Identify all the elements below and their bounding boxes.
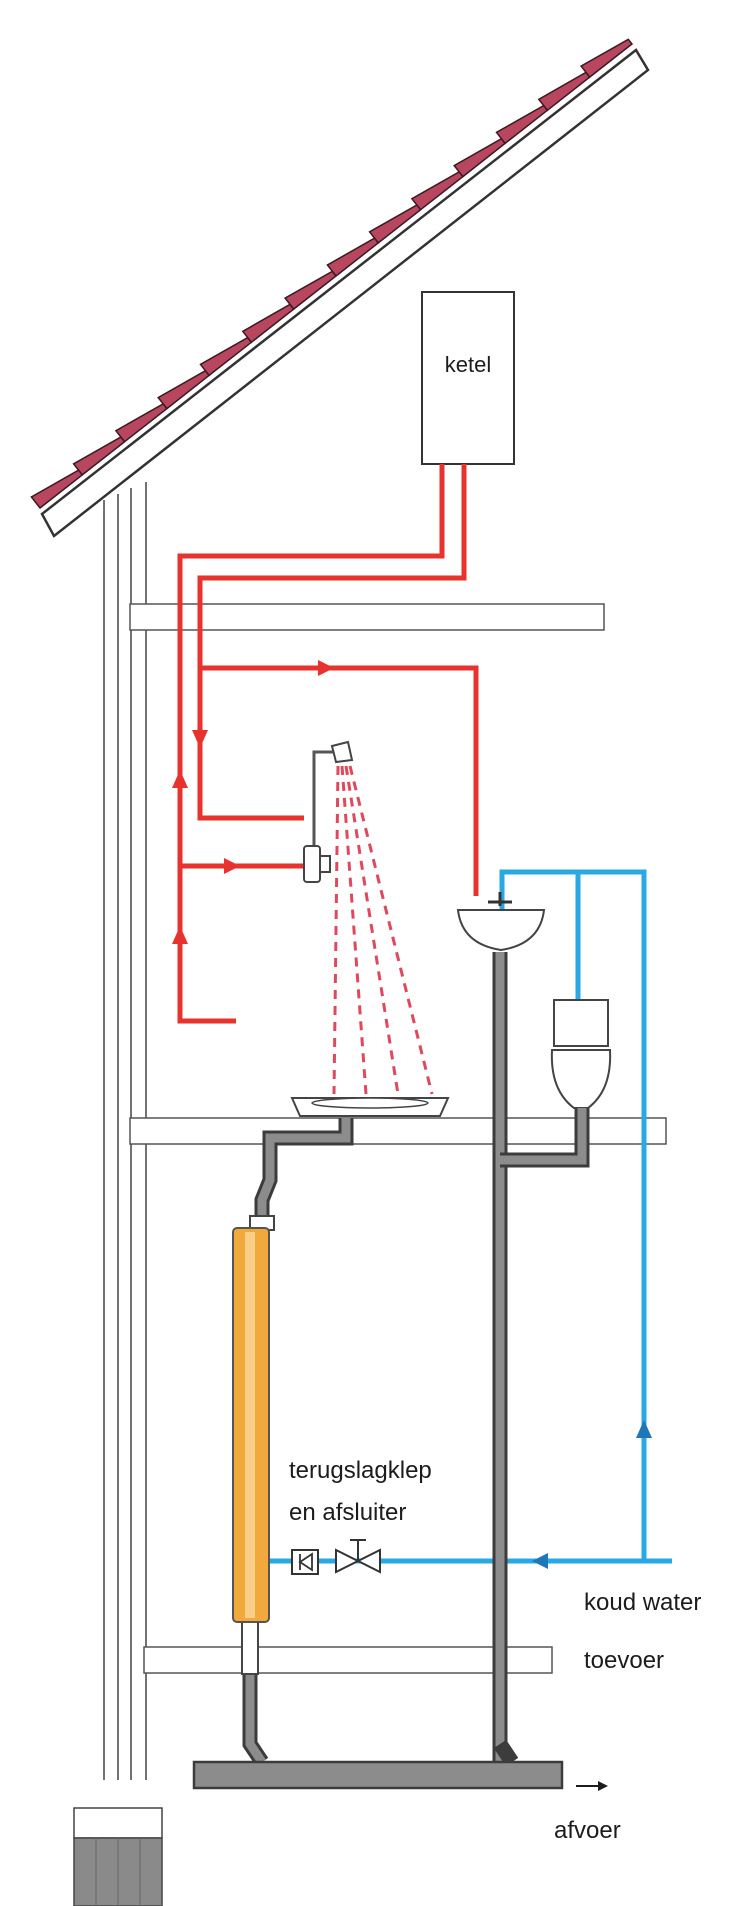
roof-tile bbox=[579, 38, 634, 79]
flow-arrow-right bbox=[318, 660, 334, 676]
toilet bbox=[550, 999, 612, 1109]
cold-water-label-line2: toevoer bbox=[584, 1647, 664, 1674]
roof bbox=[30, 38, 650, 538]
valve-label-line1: terugslagklep bbox=[289, 1457, 432, 1484]
shower-riser bbox=[312, 750, 336, 880]
drain-pipes bbox=[192, 952, 608, 1791]
shower-head bbox=[330, 740, 354, 764]
drain-exchanger-bottom bbox=[241, 1621, 259, 1675]
cold-pipe-main bbox=[499, 869, 672, 1564]
drain-toilet-fill bbox=[500, 1108, 587, 1165]
flow-arrow-right-2 bbox=[224, 858, 240, 874]
shower-tray bbox=[290, 1097, 450, 1117]
shower-mixer-knob bbox=[319, 855, 331, 873]
drain-label: afvoer bbox=[554, 1817, 621, 1844]
roof-tiles bbox=[30, 38, 634, 510]
hot-pipe-sink-branch bbox=[200, 665, 479, 896]
cold-water-label-line1: koud water bbox=[584, 1589, 701, 1616]
cold-flow-arrow-left bbox=[532, 1553, 548, 1569]
toilet-cistern bbox=[553, 999, 609, 1047]
hot-pipe-supply bbox=[177, 464, 445, 1024]
flow-arrow-up bbox=[172, 770, 188, 788]
labels: terugslagklep en afsluiter koud water to… bbox=[289, 1457, 701, 1844]
valve-label-line2: en afsluiter bbox=[289, 1499, 406, 1526]
foundation-post bbox=[73, 1807, 163, 1906]
flow-arrow-down bbox=[192, 730, 208, 748]
heat-exchanger bbox=[232, 1227, 270, 1623]
drain-direction-arrowhead bbox=[598, 1781, 608, 1791]
heat-exchanger-highlight bbox=[245, 1232, 255, 1618]
check-valve-symbol bbox=[298, 1552, 313, 1572]
boiler: ketel bbox=[421, 291, 515, 465]
lower-floor bbox=[143, 1646, 553, 1674]
shower-spray bbox=[332, 765, 434, 1095]
check-valve bbox=[291, 1549, 319, 1575]
upper-floor bbox=[129, 603, 605, 631]
drain-shower bbox=[254, 1118, 354, 1220]
boiler-label: ketel bbox=[445, 352, 491, 377]
flow-arrow-up-2 bbox=[172, 926, 188, 944]
shower-mixer bbox=[303, 845, 321, 883]
toilet-bowl bbox=[550, 1049, 612, 1109]
drain-stack-foot bbox=[493, 1739, 519, 1767]
hot-water-pipes bbox=[172, 464, 479, 1024]
boiler-box bbox=[421, 291, 515, 465]
hot-pipe-return bbox=[197, 464, 467, 821]
drain-shower-fill bbox=[257, 1118, 351, 1220]
sink-basin bbox=[456, 909, 546, 952]
sink bbox=[456, 892, 546, 952]
check-valve-and-shutoff bbox=[291, 1539, 381, 1575]
shower bbox=[303, 740, 434, 1095]
shutoff-valve bbox=[335, 1548, 361, 1574]
roof-board bbox=[40, 48, 650, 538]
drain-exchanger-out-fill bbox=[245, 1671, 266, 1765]
horizontal-drain bbox=[192, 1760, 564, 1790]
cold-flow-arrow-up bbox=[636, 1420, 652, 1438]
